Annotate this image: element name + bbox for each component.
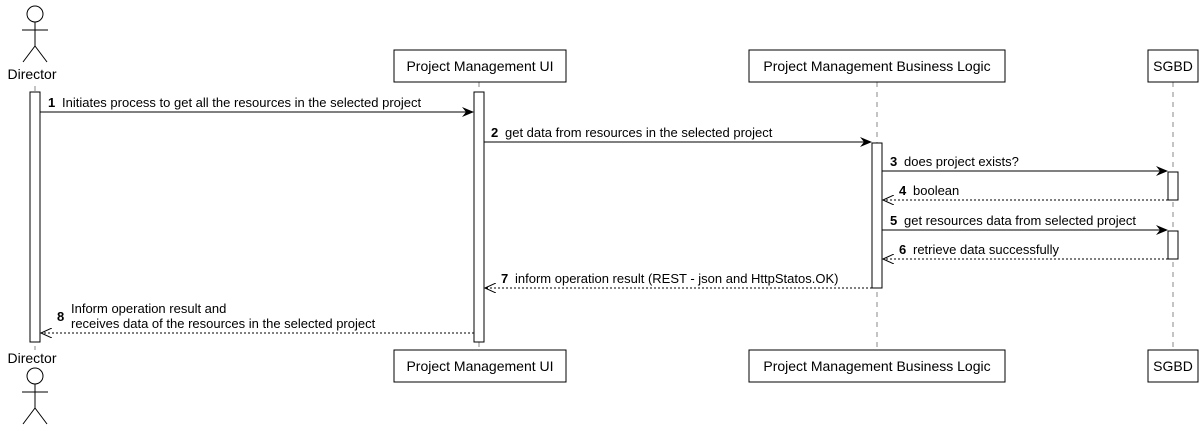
logic-label-bottom: Project Management Business Logic bbox=[763, 358, 990, 374]
message-8-label-line-2: receives data of the resources in the se… bbox=[71, 316, 376, 331]
message-7-number: 7 bbox=[501, 271, 508, 286]
message-5-label: get resources data from selected project bbox=[904, 213, 1136, 228]
ui-label-top: Project Management UI bbox=[406, 58, 553, 74]
db-activation-1 bbox=[1167, 171, 1179, 201]
message-8-label-line-1: Inform operation result and bbox=[71, 301, 226, 316]
db-box-top bbox=[1147, 49, 1199, 83]
db-label-top: SGBD bbox=[1153, 58, 1193, 74]
logic-activation bbox=[871, 142, 883, 289]
message-2-label: get data from resources in the selected … bbox=[505, 125, 773, 140]
message-6-label: retrieve data successfully bbox=[913, 242, 1059, 257]
db-activation-2 bbox=[1167, 230, 1179, 260]
message-1-label: Initiates process to get all the resourc… bbox=[62, 95, 422, 110]
ui-activation bbox=[473, 91, 485, 343]
db-box-bottom bbox=[1147, 349, 1199, 383]
logic-box-top bbox=[748, 49, 1006, 83]
message-4-number: 4 bbox=[899, 183, 907, 198]
message-7-label: inform operation result (REST - json and… bbox=[515, 271, 838, 286]
director-actor-top bbox=[22, 5, 48, 63]
message-2-number: 2 bbox=[491, 125, 498, 140]
director-actor-bottom bbox=[22, 367, 48, 425]
ui-box-bottom bbox=[393, 349, 567, 383]
message-4-label: boolean bbox=[913, 183, 959, 198]
message-3-label: does project exists? bbox=[904, 154, 1019, 169]
message-1-number: 1 bbox=[48, 95, 55, 110]
message-5-number: 5 bbox=[890, 213, 897, 228]
ui-box-top bbox=[393, 49, 567, 83]
director-label-bottom: Director bbox=[7, 350, 56, 366]
message-6-number: 6 bbox=[899, 242, 906, 257]
db-label-bottom: SGBD bbox=[1153, 358, 1193, 374]
logic-box-bottom bbox=[748, 349, 1006, 383]
message-8-number: 8 bbox=[57, 309, 64, 324]
logic-label-top: Project Management Business Logic bbox=[763, 58, 990, 74]
director-activation bbox=[29, 91, 41, 343]
director-label-top: Director bbox=[7, 66, 56, 82]
message-3-number: 3 bbox=[890, 154, 897, 169]
ui-label-bottom: Project Management UI bbox=[406, 358, 553, 374]
